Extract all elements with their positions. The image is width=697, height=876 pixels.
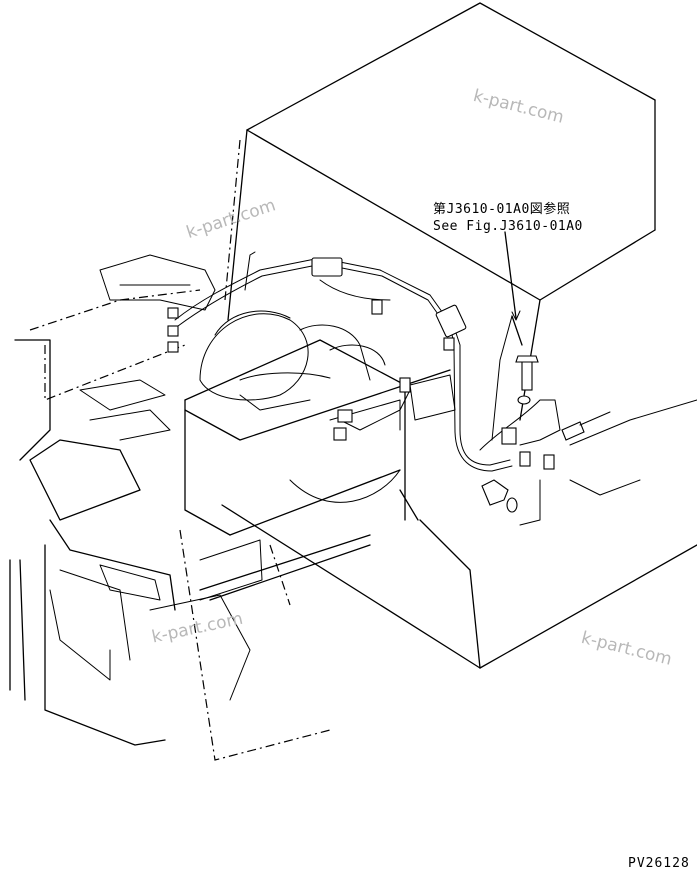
lower-left-machinery	[9, 339, 371, 746]
leader-arrow	[511, 310, 521, 321]
drawing-code: PV26128	[628, 856, 690, 871]
cab-outline	[221, 2, 697, 669]
right-parts	[479, 315, 697, 526]
frame-dashed	[29, 139, 331, 761]
reference-callout: 第J3610-01A0図参照 See Fig.J3610-01A0	[433, 201, 583, 235]
leader-line	[504, 231, 517, 319]
wiring-harness	[167, 251, 513, 472]
engine-block	[99, 254, 456, 536]
callout-japanese: 第J3610-01A0図参照	[433, 202, 571, 217]
callout-english: See Fig.J3610-01A0	[433, 219, 583, 234]
